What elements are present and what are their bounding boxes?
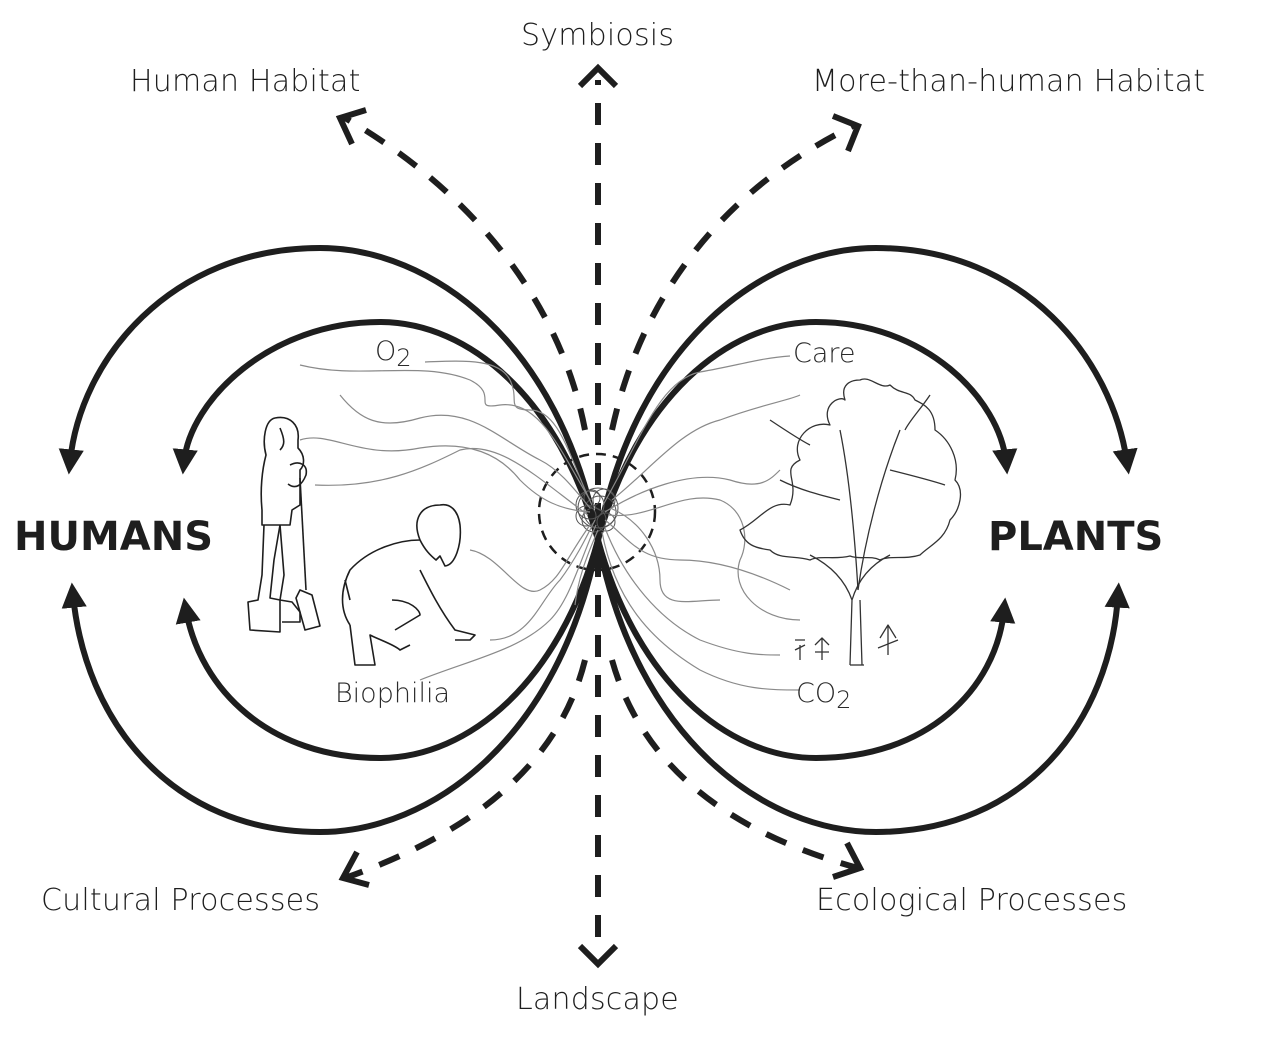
dashed-arrow-more-than-human-habitat — [609, 122, 857, 431]
label-more-than-human-habitat: More-than-human Habitat — [812, 64, 1206, 99]
label-humans: HUMANS — [14, 514, 214, 560]
center-dashed-circle — [537, 452, 657, 572]
flow-threads — [299, 355, 801, 691]
chevron-up-icon — [577, 63, 619, 89]
outer-right-bottom-arc — [595, 537, 1130, 836]
outer-left-bottom-arc — [61, 537, 601, 836]
dashed-arrow-human-habitat — [343, 115, 588, 431]
dashed-arrow-ecological — [609, 659, 859, 871]
label-cultural-processes: Cultural Processes — [41, 883, 321, 918]
label-human-habitat: Human Habitat — [130, 64, 361, 99]
label-ecological-processes: Ecological Processes — [816, 883, 1128, 918]
outer-left-top-arc — [58, 244, 601, 543]
label-landscape: Landscape — [516, 982, 679, 1017]
chevron-bottom-left-icon — [338, 850, 370, 888]
people-gardening-illustration — [247, 416, 476, 666]
outer-right-top-arc — [595, 244, 1138, 543]
inner-right-bottom-arc — [595, 537, 1016, 762]
inner-left-bottom-arc — [175, 537, 601, 762]
chevron-down-icon — [577, 943, 619, 969]
label-o2: O2 — [375, 336, 412, 372]
tree-illustration — [739, 378, 962, 666]
label-plants: PLANTS — [988, 514, 1164, 560]
label-symbiosis: Symbiosis — [521, 18, 675, 53]
inner-right-top-arc — [595, 318, 1018, 543]
label-co2: CO2 — [796, 678, 852, 714]
chevron-top-right-icon — [831, 113, 862, 153]
inner-left-top-arc — [172, 318, 601, 543]
chevron-bottom-right-icon — [832, 841, 865, 880]
label-care: Care — [793, 338, 856, 369]
dashed-arrow-cultural — [343, 659, 588, 881]
chevron-top-left-icon — [335, 107, 367, 146]
label-biophilia: Biophilia — [335, 678, 451, 709]
